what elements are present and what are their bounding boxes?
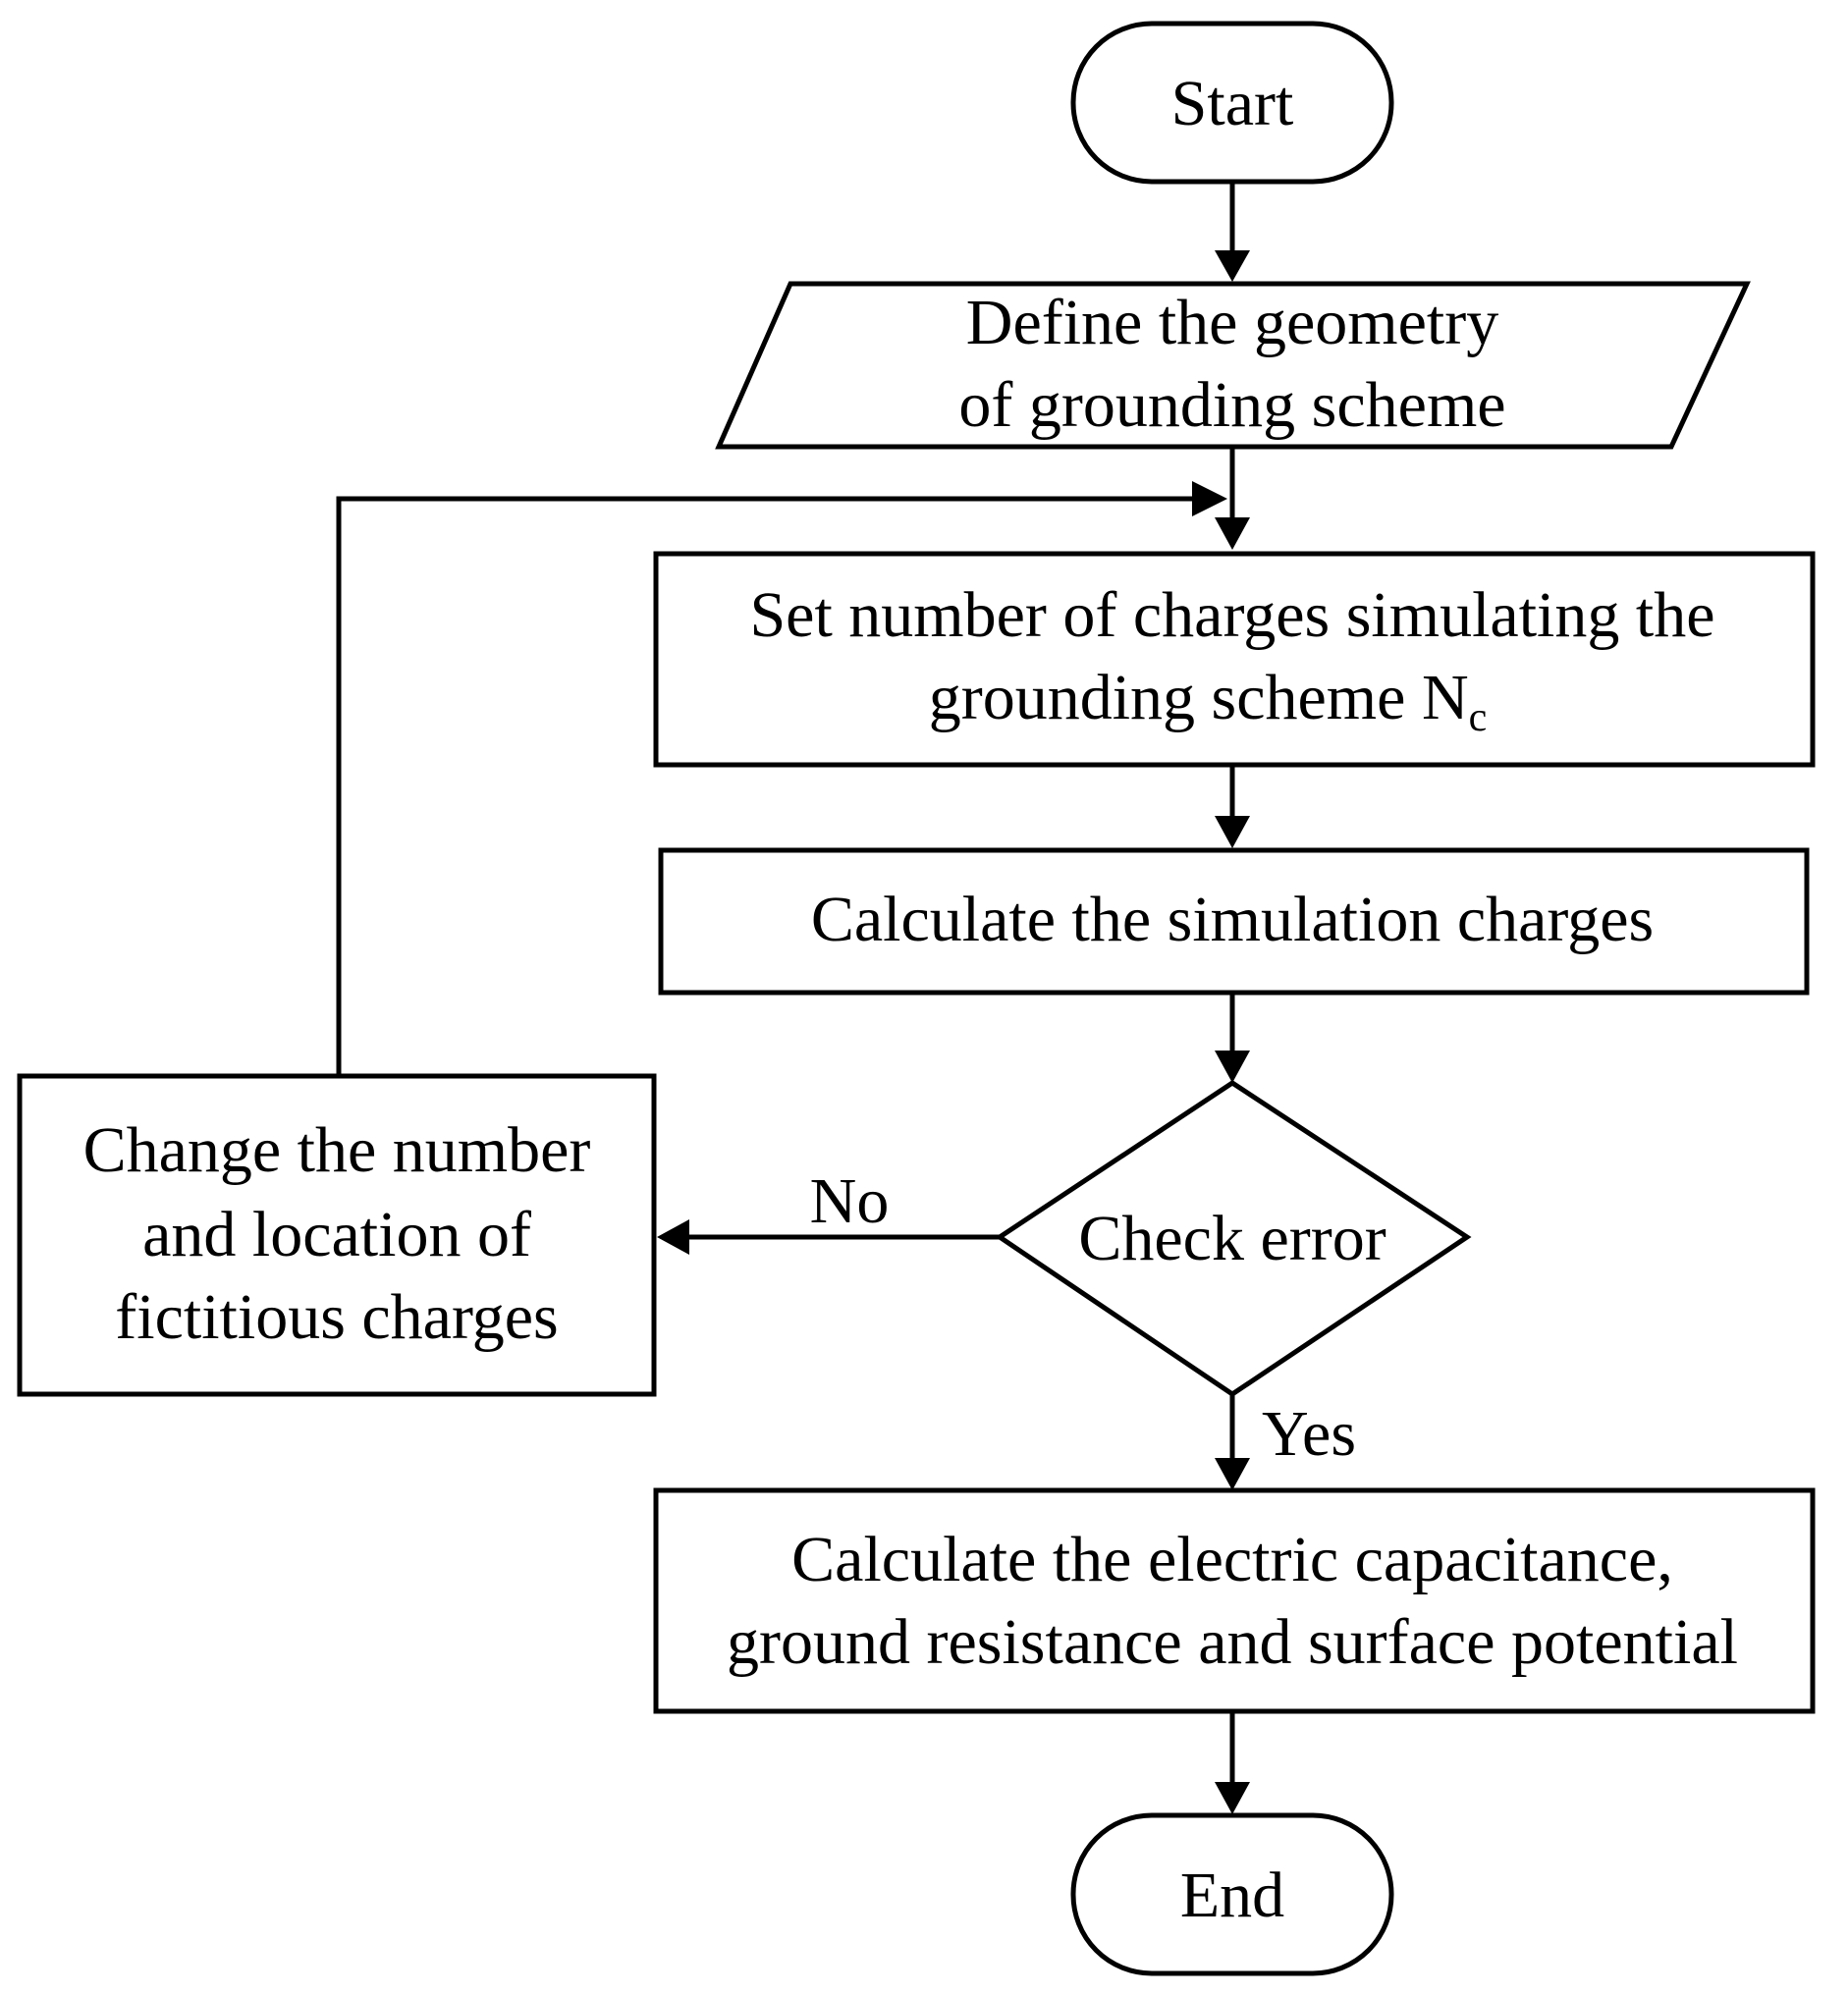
arrowhead-define-to-set [1215, 517, 1250, 550]
set-charges-label-line2: grounding scheme Nc [929, 662, 1488, 740]
start-label: Start [1171, 68, 1294, 139]
change-label-line3: fictitious charges [115, 1281, 559, 1353]
define-label-line1: Define the geometry [966, 287, 1498, 358]
node-end: End [1070, 1812, 1394, 1976]
arrowhead-calc-to-check [1215, 1051, 1250, 1083]
set-charges-box [653, 551, 1816, 768]
check-error-label: Check error [1078, 1203, 1386, 1274]
end-terminator-shape [1070, 1812, 1394, 1976]
define-parallelogram-shape [715, 281, 1751, 450]
check-error-diamond [995, 1080, 1472, 1398]
set-charges-label-line1: Set number of charges simulating the [749, 579, 1714, 651]
arrowhead-check-to-change [657, 1219, 689, 1255]
calc-final-label-line2: ground resistance and surface potential [727, 1606, 1738, 1678]
connector-loop-back [336, 496, 1198, 1076]
node-calc-final: Calculate the electric capacitance, grou… [653, 1487, 1816, 1714]
arrowhead-set-to-calc [1215, 816, 1250, 848]
set-charges-line2-subscript: c [1469, 695, 1488, 740]
start-terminator-shape [1070, 21, 1394, 185]
arrowhead-loop-back [1192, 481, 1227, 516]
calc-simulation-box [658, 847, 1810, 996]
edge-label-no: No [810, 1165, 890, 1237]
calc-final-label-line1: Calculate the electric capacitance, [791, 1524, 1673, 1595]
node-start: Start [1070, 21, 1394, 185]
connectors [336, 182, 1250, 1814]
change-label-line2: and location of [142, 1199, 531, 1270]
node-calc-simulation: Calculate the simulation charges [658, 847, 1810, 996]
change-label-line1: Change the number [83, 1114, 591, 1186]
arrowhead-final-to-end [1215, 1782, 1250, 1814]
change-charges-box [17, 1073, 657, 1397]
node-set-charges: Set number of charges simulating the gro… [653, 551, 1816, 768]
edge-label-yes: Yes [1262, 1398, 1356, 1470]
node-change-charges: Change the number and location of fictit… [17, 1073, 657, 1397]
calc-final-box [653, 1487, 1816, 1714]
end-label: End [1180, 1860, 1284, 1931]
arrowhead-check-to-final [1215, 1458, 1250, 1490]
node-check-error: Check error [995, 1080, 1472, 1398]
define-label-line2: of grounding scheme [958, 369, 1505, 441]
calc-simulation-label: Calculate the simulation charges [811, 884, 1654, 955]
arrowhead-start-to-define [1215, 250, 1250, 282]
set-charges-line2-main: grounding scheme N [929, 662, 1469, 733]
node-define-geometry: Define the geometry of grounding scheme [715, 281, 1751, 450]
